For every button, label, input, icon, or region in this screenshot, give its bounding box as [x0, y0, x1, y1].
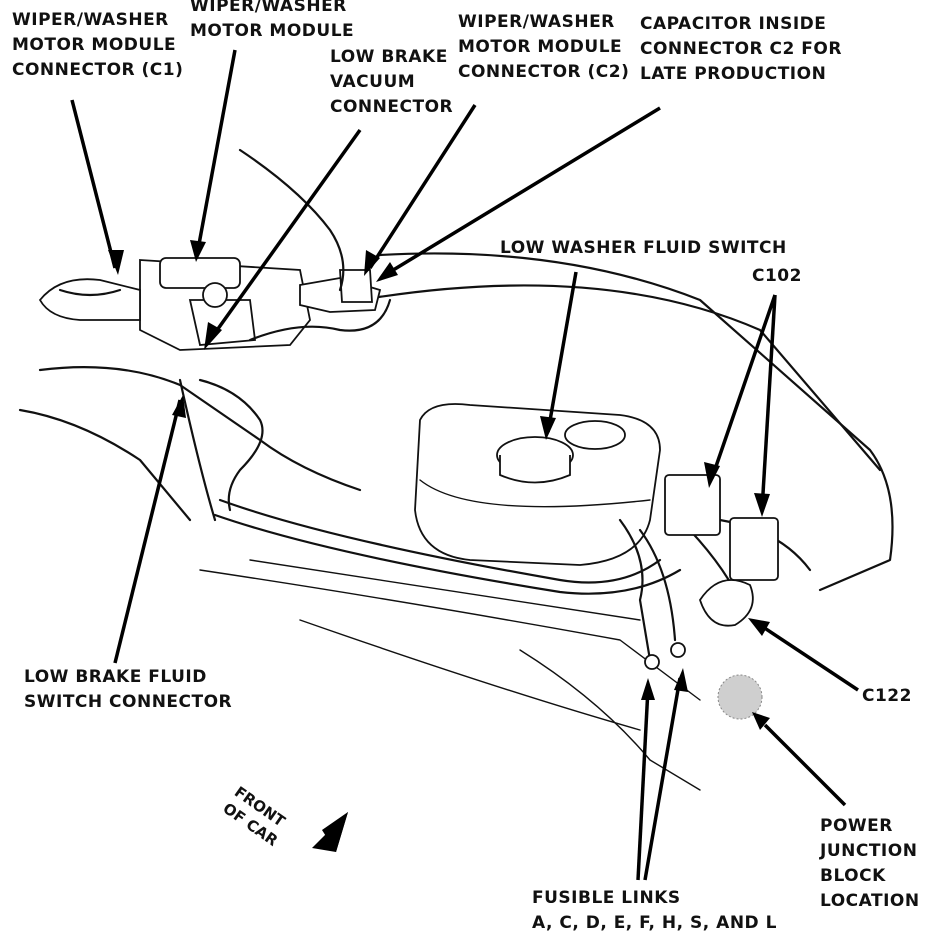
label-c122: C122 — [862, 686, 912, 706]
washer-reservoir — [414, 403, 661, 566]
junction-block-spot-icon — [717, 674, 763, 720]
leader-arrows — [70, 49, 859, 881]
c122-connector-shape — [699, 579, 754, 627]
label-c102: C102 — [752, 266, 802, 286]
wiper-motor-cluster — [38, 257, 382, 351]
c102-connector-shape — [664, 474, 779, 581]
body-outline — [18, 252, 894, 791]
label-low-washer-fluid-switch: LOW WASHER FLUID SWITCH — [500, 238, 787, 258]
